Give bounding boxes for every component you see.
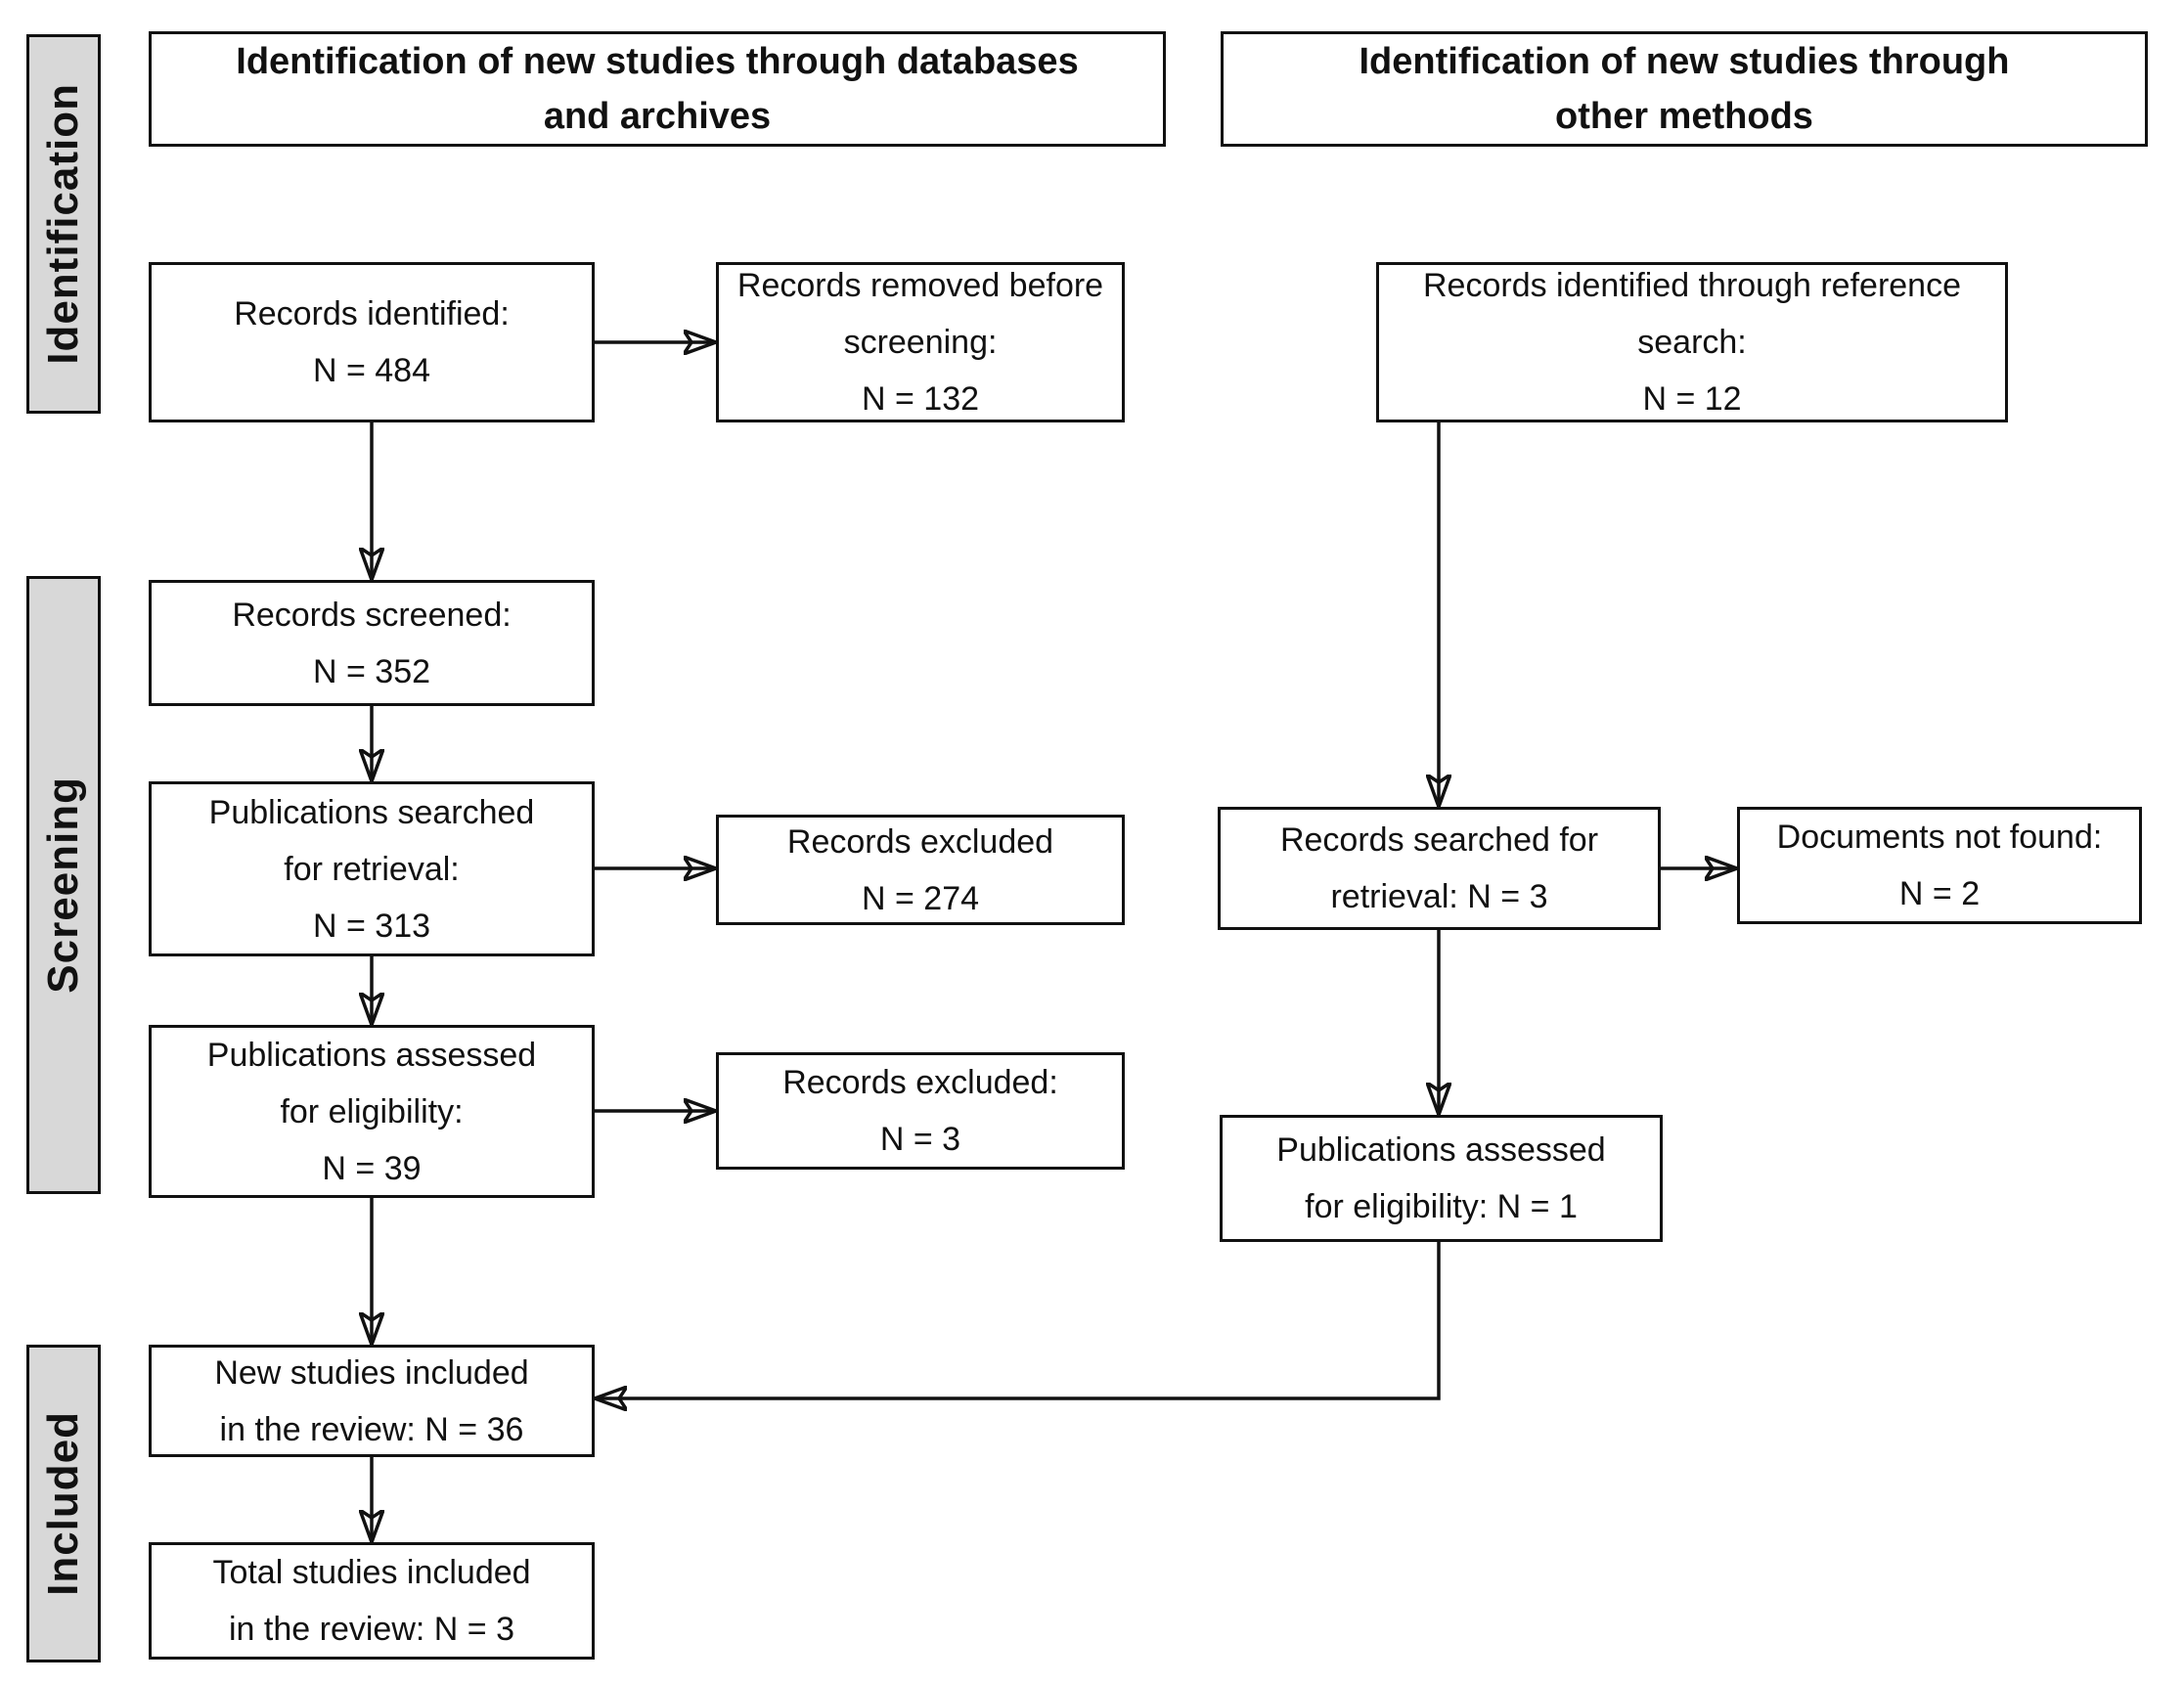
header-other-methods: Identification of new studies through ot…: [1221, 31, 2148, 147]
box-records-searched-for-retrieval: Records searched for retrieval: N = 3: [1218, 807, 1661, 930]
stage-label-screening: Screening: [39, 776, 87, 994]
box-records-excluded-eligibility: Records excluded: N = 3: [716, 1052, 1125, 1170]
box-records-identified-reference-search: Records identified through reference sea…: [1376, 262, 2008, 422]
box-new-studies-included: New studies included in the review: N = …: [149, 1345, 595, 1457]
box-publications-assessed-other-methods: Publications assessed for eligibility: N…: [1220, 1115, 1663, 1242]
box-records-excluded-screening: Records excluded N = 274: [716, 815, 1125, 925]
stage-bar-identification: Identification: [26, 34, 101, 414]
box-records-identified: Records identified: N = 484: [149, 262, 595, 422]
box-records-removed-before-screening: Records removed before screening: N = 13…: [716, 262, 1125, 422]
box-total-studies-included: Total studies included in the review: N …: [149, 1542, 595, 1660]
stage-bar-included: Included: [26, 1345, 101, 1662]
stage-bar-screening: Screening: [26, 576, 101, 1194]
stage-label-included: Included: [39, 1411, 87, 1596]
box-records-screened: Records screened: N = 352: [149, 580, 595, 706]
header-databases-and-archives: Identification of new studies through da…: [149, 31, 1166, 147]
box-documents-not-found: Documents not found: N = 2: [1737, 807, 2142, 924]
stage-label-identification: Identification: [39, 83, 87, 365]
box-publications-searched-for-retrieval: Publications searched for retrieval: N =…: [149, 781, 595, 956]
box-publications-assessed-for-eligibility: Publications assessed for eligibility: N…: [149, 1025, 595, 1198]
